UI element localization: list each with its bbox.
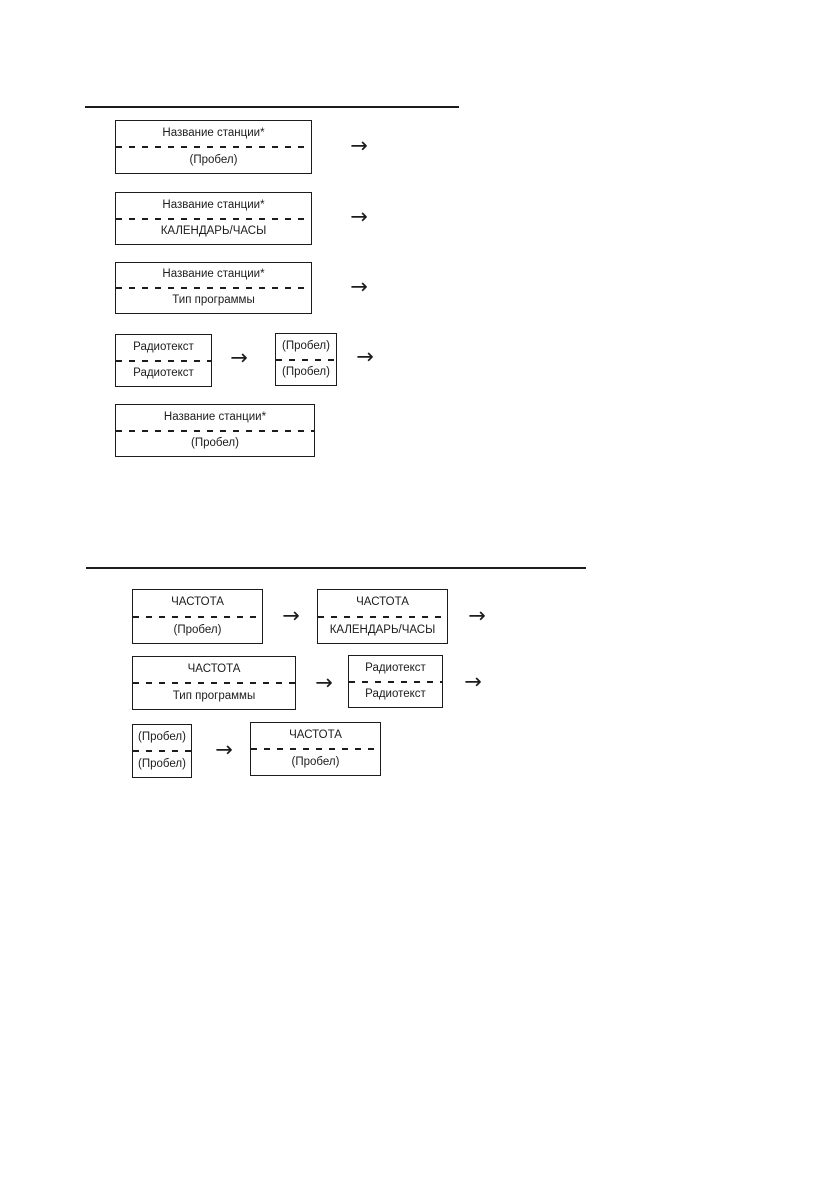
- display-line-1: Название станции*: [162, 268, 265, 281]
- dashed-separator: [133, 682, 295, 684]
- dashed-separator: [116, 287, 311, 289]
- display-line-2: (Пробел): [191, 437, 239, 449]
- display-state-box: ЧАСТОТА (Пробел): [250, 722, 381, 776]
- display-line-2: (Пробел): [189, 153, 238, 166]
- display-line-1: ЧАСТОТА: [356, 596, 409, 608]
- display-line-2: Тип программы: [172, 294, 255, 307]
- right-arrow-icon: →: [468, 603, 486, 628]
- display-state-box: Радиотекст Радиотекст: [348, 655, 443, 708]
- display-line-1: (Пробел): [282, 339, 330, 352]
- display-line-2: КАЛЕНДАРЬ/ЧАСЫ: [329, 623, 436, 636]
- section-divider-line: [86, 567, 586, 569]
- dashed-separator: [251, 748, 380, 750]
- display-line-1: ЧАСТОТА: [289, 728, 342, 741]
- right-arrow-icon: →: [464, 669, 482, 694]
- display-line-2: КАЛЕНДАРЬ/ЧАСЫ: [160, 225, 267, 237]
- right-arrow-icon: →: [230, 345, 248, 370]
- dashed-separator: [116, 146, 311, 148]
- display-line-1: Радиотекст: [133, 340, 194, 353]
- right-arrow-icon: →: [215, 737, 233, 762]
- dashed-separator: [116, 359, 211, 362]
- dashed-separator: [276, 358, 336, 361]
- display-state-box: Радиотекст Радиотекст: [115, 334, 212, 387]
- display-state-box: (Пробел) (Пробел): [132, 724, 192, 778]
- display-line-1: (Пробел): [138, 730, 186, 743]
- display-line-1: ЧАСТОТА: [187, 662, 241, 675]
- display-line-1: Название станции*: [162, 198, 265, 211]
- display-state-box: Название станции* КАЛЕНДАРЬ/ЧАСЫ: [115, 192, 312, 245]
- display-line-1: Название станции*: [162, 126, 265, 139]
- dashed-separator: [116, 217, 311, 220]
- section-divider-line: [85, 106, 459, 108]
- display-state-box: ЧАСТОТА Тип программы: [132, 656, 296, 710]
- right-arrow-icon: →: [315, 670, 333, 695]
- right-arrow-icon: →: [350, 274, 368, 299]
- display-line-2: (Пробел): [173, 623, 222, 636]
- display-line-1: Радиотекст: [365, 661, 426, 674]
- dashed-separator: [349, 680, 442, 683]
- display-state-box: Название станции* Тип программы: [115, 262, 312, 314]
- display-line-2: (Пробел): [291, 755, 340, 768]
- display-state-box: Название станции* (Пробел): [115, 120, 312, 174]
- display-line-2: Радиотекст: [365, 688, 426, 700]
- dashed-separator: [116, 429, 314, 432]
- display-line-2: Тип программы: [172, 689, 256, 702]
- display-line-2: Радиотекст: [133, 367, 194, 379]
- display-state-box: Название станции* (Пробел): [115, 404, 315, 457]
- dashed-separator: [133, 750, 191, 752]
- right-arrow-icon: →: [350, 204, 368, 229]
- display-line-1: ЧАСТОТА: [171, 596, 224, 608]
- right-arrow-icon: →: [282, 603, 300, 628]
- display-state-box: (Пробел) (Пробел): [275, 333, 337, 386]
- display-line-1: Название станции*: [163, 410, 267, 423]
- display-state-box: ЧАСТОТА (Пробел): [132, 589, 263, 644]
- display-state-box: ЧАСТОТА КАЛЕНДАРЬ/ЧАСЫ: [317, 589, 448, 644]
- right-arrow-icon: →: [350, 133, 368, 158]
- display-line-2: (Пробел): [138, 757, 186, 770]
- dashed-separator: [133, 615, 262, 618]
- dashed-separator: [318, 615, 447, 618]
- display-line-2: (Пробел): [282, 366, 330, 378]
- right-arrow-icon: →: [356, 344, 374, 369]
